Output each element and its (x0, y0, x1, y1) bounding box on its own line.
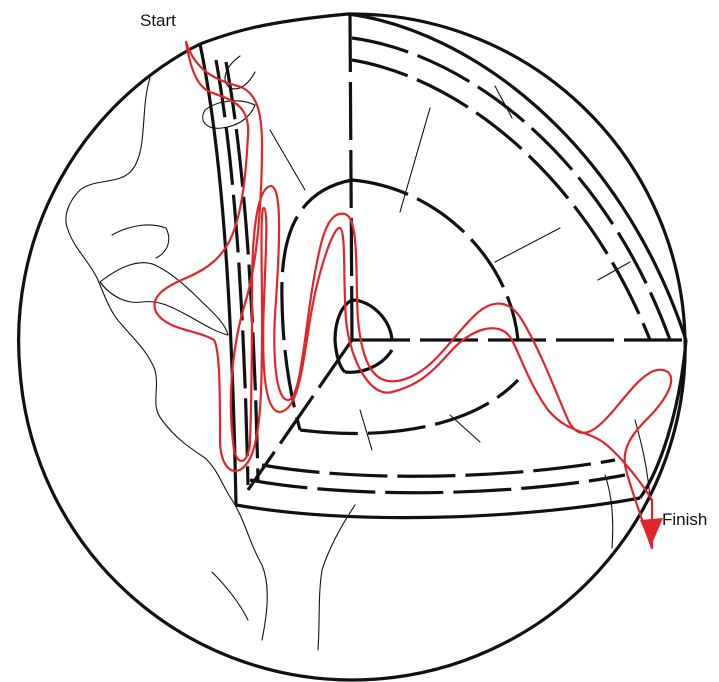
start-label: Start (140, 11, 176, 30)
route-path (153, 40, 673, 550)
finish-label: Finish (662, 510, 707, 529)
cutaway-faces (198, 12, 688, 520)
globe-outline (17, 12, 687, 682)
continents (65, 55, 651, 651)
